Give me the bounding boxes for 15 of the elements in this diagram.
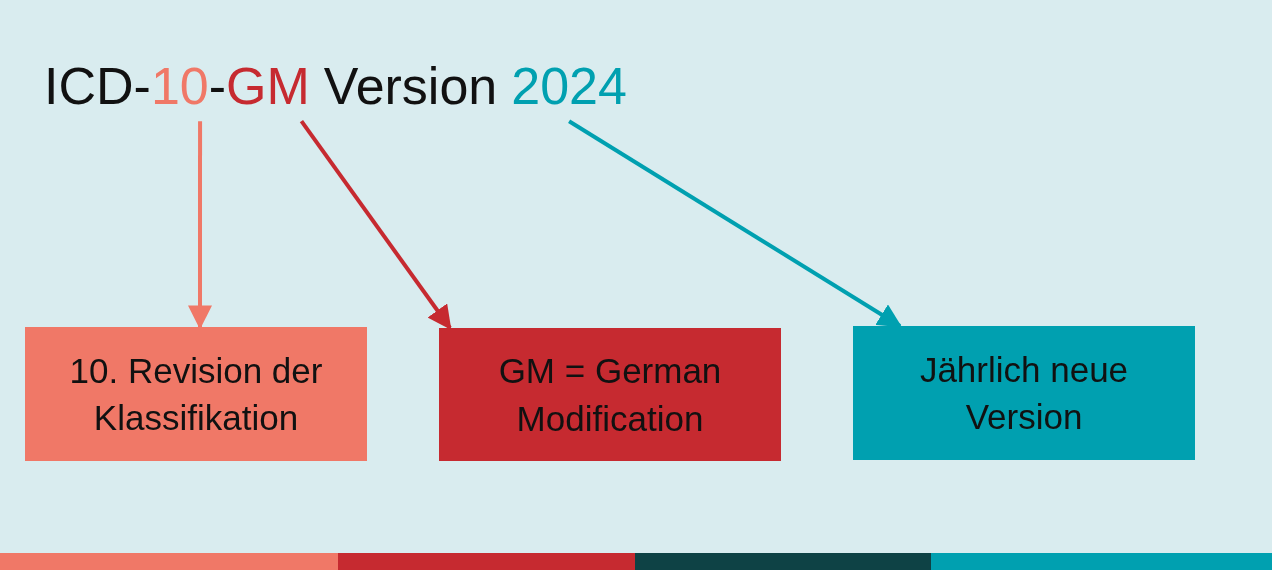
heading-part: - [208, 58, 227, 116]
box-text: 10. Revision der Klassifikation [68, 349, 324, 439]
info-box [853, 326, 1195, 460]
box-text: GM = German Modification [497, 350, 723, 440]
heading-part: GM [226, 58, 310, 116]
arrow [188, 121, 212, 330]
heading-part: Version [323, 58, 498, 116]
heading-part: 2024 [511, 58, 627, 116]
info-box [439, 328, 781, 461]
heading-part: ICD- [44, 58, 151, 116]
info-box [25, 327, 367, 461]
heading-part: 10 [150, 58, 209, 116]
arrow [568, 119, 903, 328]
box-text: Jährlich neue Version [918, 348, 1130, 438]
arrow [299, 120, 452, 330]
